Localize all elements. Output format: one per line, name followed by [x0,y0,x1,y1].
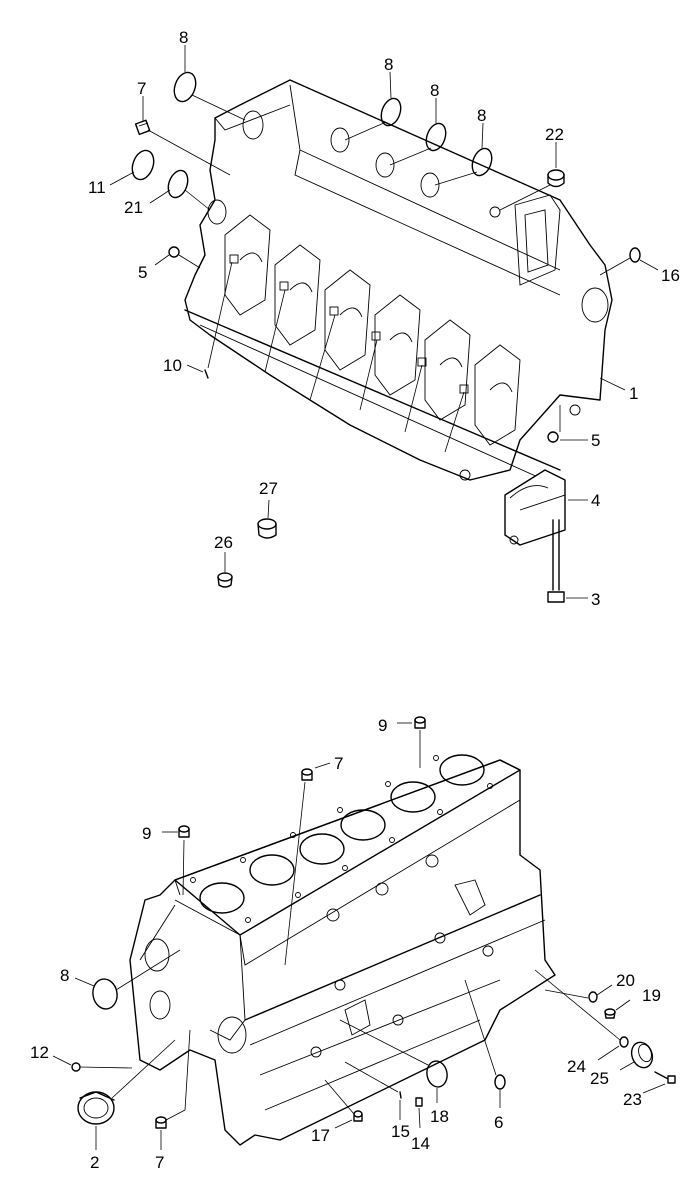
plug-18 [426,1060,448,1088]
bushing-27 [257,518,277,539]
plug-7-front [155,1116,167,1129]
bolt-23 [654,1071,676,1084]
plug-8-top-left [173,71,197,103]
callout-8: 8 [384,55,393,74]
plug-5-top [168,246,180,258]
cylinder-block-underside [184,79,613,481]
leader-lines-top [109,45,659,599]
callout-24: 24 [567,1057,586,1076]
callout-20: 20 [616,971,635,990]
pin-15 [399,1091,402,1099]
callout-27: 27 [259,479,278,498]
plug-17 [353,1110,363,1122]
block-side-features [144,854,494,1058]
callout-4: 4 [591,491,600,510]
callout-16: 16 [661,266,680,285]
callout-7: 7 [334,754,343,773]
callout-11: 11 [88,178,106,197]
callout-12: 12 [30,1043,49,1062]
callout-labels: 8 8 8 8 7 22 11 21 5 16 10 1 5 4 27 26 3… [30,28,680,1172]
callout-5: 5 [138,263,147,282]
callout-21: 21 [124,198,143,217]
main-bearing-webs [224,214,521,446]
plug-14 [415,1097,423,1107]
ring-16 [629,247,641,263]
callout-18: 18 [430,1107,449,1126]
plug-7-deck [301,768,313,781]
side-bores [207,110,609,481]
callout-9: 9 [142,824,151,843]
plug-9-left [178,825,190,838]
callout-15: 15 [391,1122,410,1141]
callout-7: 7 [155,1153,164,1172]
plug-6 [494,1074,506,1090]
bushing-26 [217,572,233,588]
callout-5: 5 [591,431,600,450]
bolt-3 [547,519,565,603]
head-bolt-holes [190,755,493,923]
callout-7: 7 [137,79,146,98]
plug-21 [167,169,189,199]
bearing-cap-4 [504,469,566,546]
leader-lines-bottom [52,722,666,1150]
callout-22: 22 [545,125,564,144]
callout-25: 25 [590,1069,609,1088]
callout-19: 19 [642,986,661,1005]
plug-8-front [92,978,118,1010]
callout-26: 26 [214,533,233,552]
pin-10 [204,369,209,379]
plug-7-top [134,119,151,136]
callout-3: 3 [591,590,600,609]
callout-8: 8 [179,28,188,47]
callout-6: 6 [494,1113,503,1132]
callout-14: 14 [411,1134,430,1153]
callout-8: 8 [430,81,439,100]
callout-1: 1 [629,384,638,403]
plug-9-right [414,716,426,729]
plug-11 [131,149,155,181]
cylinder-block-top [129,759,556,1146]
plug-19 [604,1008,616,1019]
bushing-22 [547,169,565,188]
callout-8: 8 [477,106,486,125]
callout-10: 10 [163,356,182,375]
callout-8: 8 [60,966,69,985]
plug-8-top-2 [425,122,447,152]
plug-8-top-3 [471,147,493,177]
cylinder-bores [199,754,485,914]
ring-20 [588,991,598,1003]
plug-12 [71,1062,81,1072]
callout-23: 23 [623,1090,642,1109]
plug-5-bottom [547,431,559,443]
callout-9: 9 [378,716,387,735]
cover-25 [630,1041,654,1069]
seal-2 [77,1091,115,1125]
plug-8-top-1 [380,97,402,127]
ring-24 [619,1036,629,1048]
callout-17: 17 [311,1126,330,1145]
callout-2: 2 [90,1153,99,1172]
